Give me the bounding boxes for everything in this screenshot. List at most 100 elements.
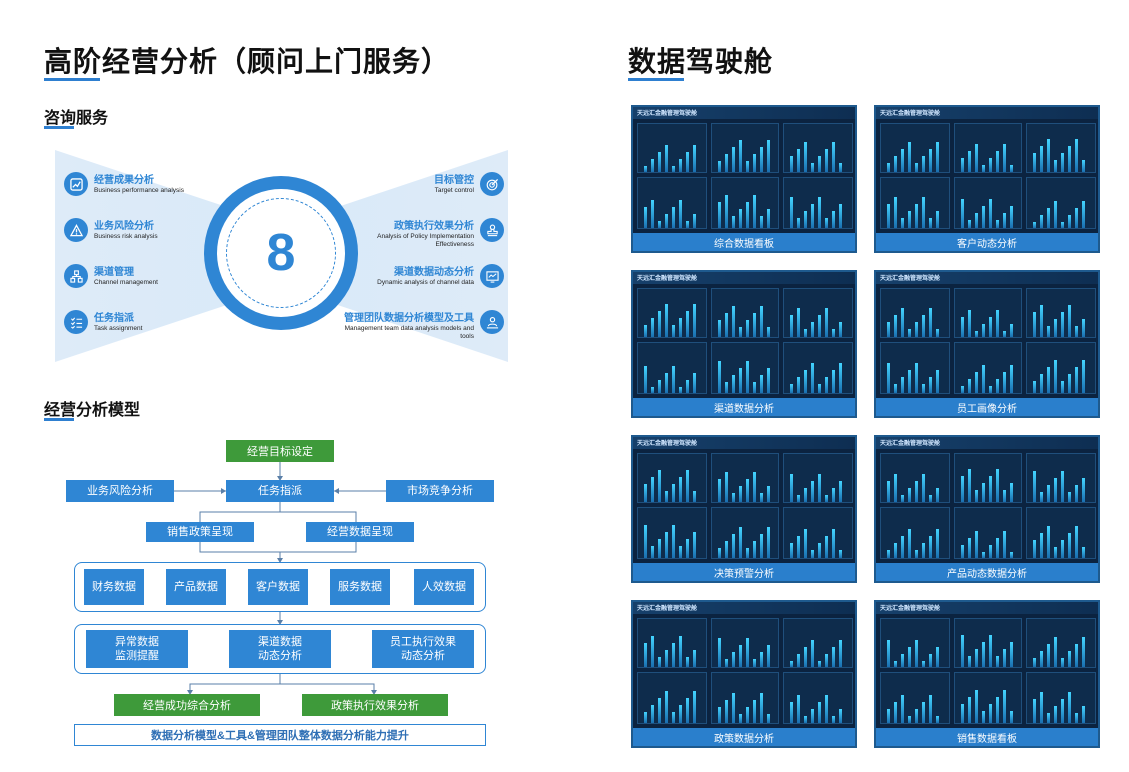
dashboard-bar: [718, 548, 721, 558]
service-label: 政策执行效果分析: [394, 221, 474, 232]
dashboard-bar: [982, 642, 985, 667]
dashboard-bar: [825, 308, 828, 337]
dashboard-bar: [887, 709, 890, 723]
dashboard-topbar: 天远汇金融管理驾驶舱: [633, 602, 855, 614]
dashboard-bar: [804, 142, 807, 172]
dashboard-bar: [753, 154, 756, 172]
dashboard-bar: [901, 495, 904, 502]
dashboard-bar: [1075, 208, 1078, 228]
dashboard-bar: [1047, 526, 1050, 558]
dashboard-bar: [1040, 492, 1043, 502]
dashboard-bar: [936, 142, 939, 172]
capability-banner: 数据分析模型&工具&管理团队整体数据分析能力提升: [74, 724, 486, 746]
page-title-right: 数据驾驶舱: [628, 46, 774, 77]
dashboard-bar: [732, 693, 735, 723]
dashboard-thumbnail[interactable]: 天远汇金融管理驾驶舱员工画像分析: [874, 270, 1100, 418]
dashboard-bar: [968, 697, 971, 723]
dashboard-bar: [811, 709, 814, 723]
dashboard-bar: [760, 693, 763, 723]
dashboard-thumbnail[interactable]: 天远汇金融管理驾驶舱综合数据看板: [631, 105, 857, 253]
dashboard-bar: [915, 322, 918, 337]
dashboard-thumbnail[interactable]: 天远汇金融管理驾驶舱渠道数据分析: [631, 270, 857, 418]
dashboard-bar: [1040, 215, 1043, 228]
service-label-en: Analysis of Policy Implementation Effect…: [377, 233, 474, 248]
service-label: 任务指派: [94, 313, 134, 324]
business-data-box: 经营数据呈现: [306, 522, 414, 542]
dashboard-bar: [887, 322, 890, 337]
dashboard-panel: [783, 123, 853, 173]
target-icon: [480, 172, 504, 196]
dashboard-bar: [725, 382, 728, 393]
dashboard-panel: [1026, 123, 1096, 173]
dashboard-topbar: 天远汇金融管理驾驶舱: [876, 272, 1098, 284]
dashboard-bar: [1033, 540, 1036, 558]
dashboard-bar: [894, 702, 897, 723]
dashboard-bar: [1075, 326, 1078, 337]
dashboard-bar: [1082, 547, 1085, 558]
dashboard-bar: [746, 548, 749, 558]
dashboard-thumbnail[interactable]: 天远汇金融管理驾驶舱销售数据看板: [874, 600, 1100, 748]
dashboard-body: [876, 614, 1098, 728]
dashboard-bar: [936, 716, 939, 723]
dashboard-bar: [1010, 642, 1013, 667]
dashboard-bar: [732, 534, 735, 558]
dashboard-bar: [832, 211, 835, 228]
dashboard-bar: [1033, 312, 1036, 337]
dashboard-panel: [954, 672, 1022, 724]
dashboard-bar: [790, 474, 793, 502]
dashboard-bar: [718, 202, 721, 228]
dashboard-bar: [672, 207, 675, 228]
dashboard-bar: [686, 698, 689, 723]
dashboard-bar: [760, 216, 763, 228]
dashboard-bar: [739, 140, 742, 172]
dashboard-body: [633, 119, 855, 233]
dashboard-bar: [1068, 651, 1071, 667]
dashboard-bar: [644, 207, 647, 228]
dashboard-bar: [804, 211, 807, 228]
dashboard-bar: [804, 488, 807, 502]
dashboard-bar: [658, 657, 661, 667]
dashboard-bar: [1075, 485, 1078, 502]
dashboard-bar: [1061, 658, 1064, 667]
data-item-finance: 财务数据: [84, 569, 144, 605]
dashboard-thumbnail[interactable]: 天远汇金融管理驾驶舱政策数据分析: [631, 600, 857, 748]
dashboard-bar: [790, 543, 793, 558]
dashboard-bar: [975, 213, 978, 228]
dashboard-bar: [818, 156, 821, 172]
dashboard-bar: [811, 550, 814, 558]
dashboard-bar: [790, 702, 793, 723]
dashboard-bar: [1003, 490, 1006, 502]
dashboard-panel: [783, 177, 853, 229]
data-item-efficiency: 人效数据: [414, 569, 474, 605]
dashboard-panel: [954, 123, 1022, 173]
warning-icon: [64, 218, 88, 242]
dashboard-bar: [679, 636, 682, 667]
dashboard-bar: [739, 368, 742, 393]
dashboard-bar: [746, 361, 749, 393]
dashboard-bar: [672, 525, 675, 558]
dashboard-bar: [739, 527, 742, 558]
dashboard-header: 天远汇金融管理驾驶舱: [880, 276, 941, 282]
dashboard-bar: [1040, 533, 1043, 558]
dashboard-bar: [658, 470, 661, 502]
dashboard-body: [633, 449, 855, 563]
dashboard-bar: [832, 329, 835, 337]
dashboard-bar: [804, 647, 807, 667]
dashboard-header: 天远汇金融管理驾驶舱: [880, 606, 941, 612]
dashboard-bar: [968, 469, 971, 502]
dashboard-bar: [665, 650, 668, 667]
risk-analysis-box: 业务风险分析: [66, 480, 174, 502]
analysis-employee-box: 员工执行效果 动态分析: [372, 630, 474, 668]
service-left-1: 业务风险分析 Business risk analysis: [94, 220, 158, 241]
page-title-left: 高阶经营分析（顾问上门服务）: [44, 46, 451, 77]
dashboard-bar: [725, 472, 728, 502]
dashboard-bar: [790, 315, 793, 337]
dashboard-thumbnail[interactable]: 天远汇金融管理驾驶舱产品动态数据分析: [874, 435, 1100, 583]
dashboard-thumbnail[interactable]: 天远汇金融管理驾驶舱决策预警分析: [631, 435, 857, 583]
dashboard-bar: [732, 375, 735, 393]
service-label-en: Channel management: [94, 279, 158, 286]
dashboard-thumbnail[interactable]: 天远汇金融管理驾驶舱客户动态分析: [874, 105, 1100, 253]
dashboard-bar: [922, 197, 925, 228]
dashboard-bar: [651, 477, 654, 502]
dashboard-bar: [1061, 222, 1064, 228]
